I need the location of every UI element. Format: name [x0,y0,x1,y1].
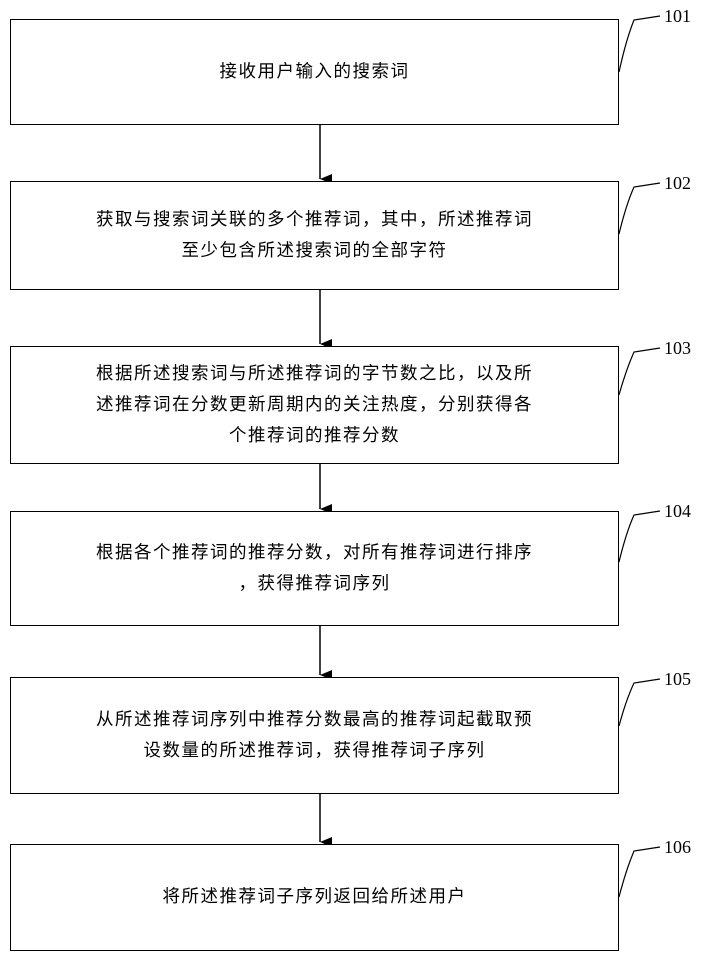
step-line: 至少包含所述搜索词的全部字符 [21,236,608,267]
leader-103 [619,348,660,395]
step-line: 根据各个推荐词的推荐分数，对所有推荐词进行排序 [21,538,608,569]
step-text-104: 根据各个推荐词的推荐分数，对所有推荐词进行排序 ，获得推荐词序列 [11,538,618,600]
step-line: 从所述推荐词序列中推荐分数最高的推荐词起截取预 [21,705,608,736]
step-line: ，获得推荐词序列 [21,569,608,600]
step-number-102: 102 [664,173,691,193]
step-box-104: 根据各个推荐词的推荐分数，对所有推荐词进行排序 ，获得推荐词序列 [10,511,619,626]
step-number-106: 106 [664,837,691,857]
step-number-103: 103 [664,338,691,358]
step-text-106: 将所述推荐词子序列返回给所述用户 [11,882,618,913]
step-line: 设数量的所述推荐词，获得推荐词子序列 [21,736,608,767]
step-number-105: 105 [664,669,691,689]
step-text-103: 根据所述搜索词与所述推荐词的字节数之比，以及所 述推荐词在分数更新周期内的关注热… [11,359,618,452]
step-text-101: 接收用户输入的搜索词 [11,57,618,88]
step-text-105: 从所述推荐词序列中推荐分数最高的推荐词起截取预 设数量的所述推荐词，获得推荐词子… [11,705,618,767]
leader-106 [619,847,660,897]
leader-104 [619,511,660,562]
step-line: 个推荐词的推荐分数 [21,421,608,452]
step-number-104: 104 [664,501,691,521]
step-text-102: 获取与搜索词关联的多个推荐词，其中，所述推荐词 至少包含所述搜索词的全部字符 [11,205,618,267]
step-line: 述推荐词在分数更新周期内的关注热度，分别获得各 [21,390,608,421]
step-box-106: 将所述推荐词子序列返回给所述用户 [10,844,619,951]
step-line: 接收用户输入的搜索词 [21,57,608,88]
step-box-103: 根据所述搜索词与所述推荐词的字节数之比，以及所 述推荐词在分数更新周期内的关注热… [10,346,619,464]
step-line: 根据所述搜索词与所述推荐词的字节数之比，以及所 [21,359,608,390]
leader-102 [619,183,660,234]
label-leaders [619,16,660,897]
step-box-102: 获取与搜索词关联的多个推荐词，其中，所述推荐词 至少包含所述搜索词的全部字符 [10,181,619,290]
step-line: 获取与搜索词关联的多个推荐词，其中，所述推荐词 [21,205,608,236]
step-line: 将所述推荐词子序列返回给所述用户 [21,882,608,913]
leader-105 [619,679,660,726]
step-box-101: 接收用户输入的搜索词 [10,19,619,125]
leader-101 [619,16,660,72]
step-number-101: 101 [664,6,691,26]
step-box-105: 从所述推荐词序列中推荐分数最高的推荐词起截取预 设数量的所述推荐词，获得推荐词子… [10,677,619,794]
